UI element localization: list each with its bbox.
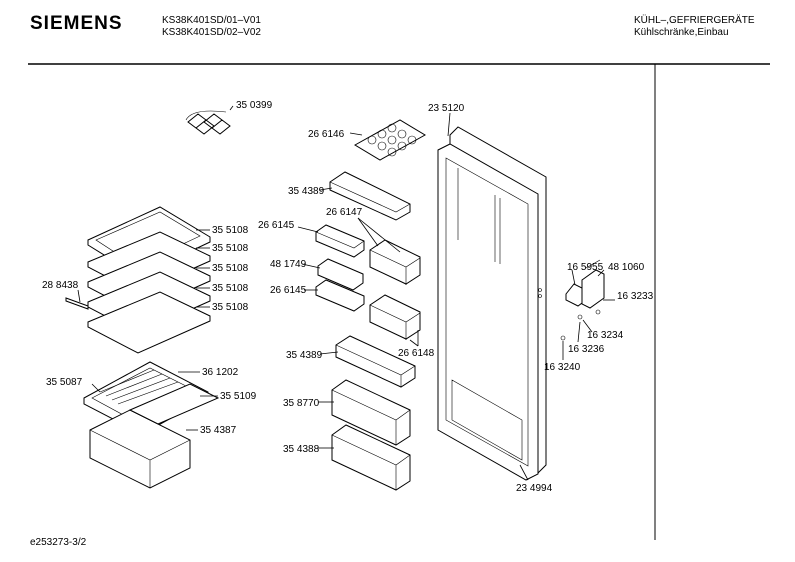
label-354389-top: 35 4389 xyxy=(288,186,325,197)
deep-shelf-354388-drawing xyxy=(331,424,411,491)
label-163234: 16 3234 xyxy=(587,330,624,341)
label-234994: 23 4994 xyxy=(516,483,553,494)
label-481749: 48 1749 xyxy=(270,259,307,270)
label-288438: 28 8438 xyxy=(42,280,79,291)
label-355108-3: 35 5108 xyxy=(212,263,249,274)
label-361202: 36 1202 xyxy=(202,367,239,378)
door-drawing xyxy=(437,126,547,481)
label-355087: 35 5087 xyxy=(46,377,83,388)
label-235120: 23 5120 xyxy=(428,103,465,114)
small-bin-266145-bottom xyxy=(315,279,365,312)
door-shelf-top-drawing xyxy=(329,171,411,221)
brand-logo: SIEMENS xyxy=(30,13,123,34)
crisper-drawer-drawing xyxy=(89,383,220,489)
label-266145-top: 26 6145 xyxy=(258,220,295,231)
egg-tray-drawing xyxy=(354,119,426,161)
subcategory-title: Kühlschränke,Einbau xyxy=(634,27,729,38)
label-355108-1: 35 5108 xyxy=(212,225,249,236)
document-id: e253273-3/2 xyxy=(30,537,87,548)
label-163240: 16 3240 xyxy=(544,362,581,373)
bin-481749-drawing xyxy=(317,258,364,291)
label-481060: 48 1060 xyxy=(608,262,645,273)
label-355109: 35 5109 xyxy=(220,391,257,402)
small-bin-266145-top xyxy=(315,224,365,258)
door-shelf-bottom-drawing xyxy=(335,335,416,388)
label-358770: 35 8770 xyxy=(283,398,320,409)
trim-strip-drawing xyxy=(65,297,89,310)
label-355108-2: 35 5108 xyxy=(212,243,249,254)
label-266145-bottom: 26 6145 xyxy=(270,285,307,296)
model-number-2: KS38K401SD/02–V02 xyxy=(162,27,261,38)
label-266146: 26 6146 xyxy=(308,129,345,140)
label-266147: 26 6147 xyxy=(326,207,363,218)
bin-266147-drawing xyxy=(369,239,421,285)
hinge-assembly-drawing xyxy=(560,259,605,341)
label-163233: 16 3233 xyxy=(617,291,654,302)
part-350399-drawing xyxy=(185,110,231,135)
label-350399: 35 0399 xyxy=(236,100,273,111)
bin-266148-drawing xyxy=(369,294,421,340)
model-number-1: KS38K401SD/01–V01 xyxy=(162,15,261,26)
label-165955: 16 5955 xyxy=(567,262,604,273)
label-163236: 16 3236 xyxy=(568,344,605,355)
label-355108-5: 35 5108 xyxy=(212,302,249,313)
label-354389-bottom: 35 4389 xyxy=(286,350,323,361)
label-355108-4: 35 5108 xyxy=(212,283,249,294)
label-354387: 35 4387 xyxy=(200,425,237,436)
label-266148: 26 6148 xyxy=(398,348,435,359)
category-title: KÜHL–,GEFRIERGERÄTE xyxy=(634,15,755,26)
glass-shelf-5-drawing xyxy=(87,291,211,354)
deep-shelf-358770-drawing xyxy=(331,379,411,446)
label-354388: 35 4388 xyxy=(283,444,320,455)
